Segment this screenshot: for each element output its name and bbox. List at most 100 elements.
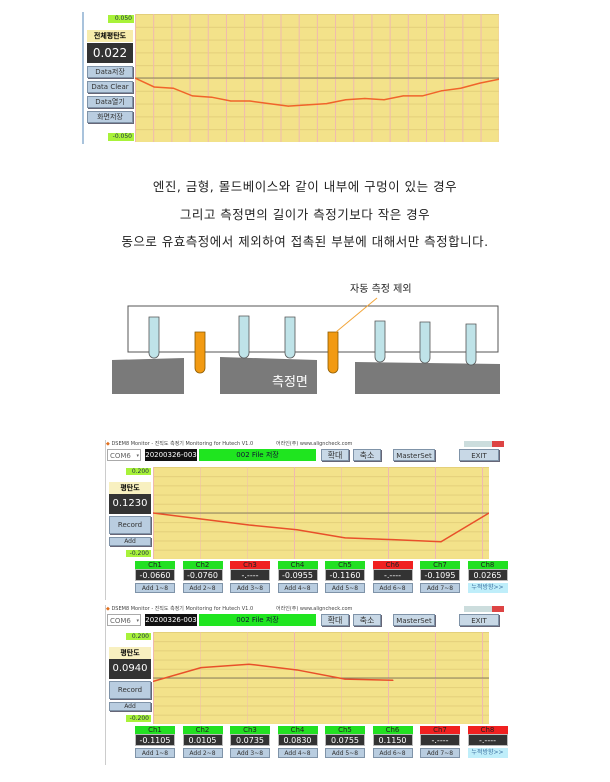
- channel-add-button[interactable]: Add 4~8: [277, 583, 318, 593]
- callout-line: [335, 297, 378, 333]
- data-point: [296, 529, 298, 531]
- channel-add-button[interactable]: Add 6~8: [372, 583, 413, 593]
- data-point: [296, 669, 298, 671]
- flatness-label: 전체평탄도: [87, 30, 133, 42]
- data-point: [152, 680, 154, 683]
- company-text: 어라인(주) www.aligncheck.com: [276, 606, 353, 612]
- channel-4: Ch4 -0.0955 Add 4~8: [277, 561, 318, 593]
- channel-value: -0.0955: [277, 569, 318, 581]
- channel-value: -.----: [467, 734, 508, 746]
- channel-add-button[interactable]: Add 2~8: [182, 748, 223, 758]
- data-clear-button[interactable]: Data Clear: [87, 81, 133, 93]
- data-point: [383, 99, 385, 101]
- data-point: [440, 90, 443, 92]
- channel-add-button[interactable]: Add 7~8: [420, 748, 460, 758]
- window-title: DSEM8 Monitor - 진직도 측정기 Monitoring for H…: [111, 606, 254, 612]
- channel-value: -0.1160: [325, 569, 365, 581]
- channel-4: Ch4 0.0830 Add 4~8: [277, 726, 318, 758]
- channel-add-button[interactable]: Add 3~8: [230, 583, 270, 593]
- description-line-2: 그리고 측정면의 길이가 측정기보다 작은 경우: [179, 207, 431, 222]
- channel-header: Ch1: [135, 561, 175, 569]
- max-label: 0.200: [126, 633, 151, 640]
- record-button[interactable]: Record: [109, 681, 151, 699]
- data-open-button[interactable]: Data열기: [87, 96, 133, 108]
- window-controls[interactable]: [464, 441, 504, 447]
- data-point: [306, 104, 309, 106]
- channel-1: Ch1 -0.0660 Add 1~8: [135, 561, 175, 593]
- channel-2: Ch2 -0.0760 Add 2~8: [182, 561, 223, 593]
- zoom-out-button[interactable]: 축소: [353, 449, 381, 461]
- data-point: [230, 100, 232, 102]
- channel-value: -0.0660: [135, 569, 175, 581]
- zoom-in-button[interactable]: 확대: [321, 614, 349, 626]
- port-select[interactable]: COM6▾: [107, 449, 141, 461]
- channel-add-button[interactable]: Add 5~8: [325, 748, 365, 758]
- app-icon: ◆: [106, 441, 110, 447]
- cumulative-direction-button[interactable]: 누적방향>>: [467, 583, 508, 593]
- channel-add-button[interactable]: Add 6~8: [372, 748, 413, 758]
- max-label: 0.050: [108, 15, 134, 23]
- channel-value: 0.0830: [277, 734, 318, 746]
- gauge-body: [127, 305, 499, 353]
- chart-plot: [152, 467, 490, 559]
- add-button[interactable]: Add: [109, 702, 151, 711]
- cumulative-direction-button[interactable]: 누적방향>>: [467, 748, 508, 758]
- channel-add-button[interactable]: Add 1~8: [135, 583, 175, 593]
- channel-header: Ch8: [467, 726, 508, 734]
- data-point: [479, 82, 481, 84]
- data-point: [364, 97, 366, 100]
- master-set-button[interactable]: MasterSet: [393, 614, 435, 626]
- channel-3: Ch3 0.0735 Add 3~8: [230, 726, 270, 758]
- channel-value: -0.1095: [420, 569, 460, 581]
- zoom-out-button[interactable]: 축소: [353, 614, 381, 626]
- channel-header: Ch4: [277, 561, 318, 569]
- exit-button[interactable]: EXIT: [459, 449, 499, 461]
- top-chart-plot: [134, 14, 500, 142]
- add-button[interactable]: Add: [109, 537, 151, 546]
- channel-add-button[interactable]: Add 7~8: [420, 583, 460, 593]
- channel-add-button[interactable]: Add 5~8: [325, 583, 365, 593]
- data-point: [191, 95, 194, 97]
- data-point: [440, 541, 442, 543]
- channel-value: 0.0735: [230, 734, 270, 746]
- channel-add-button[interactable]: Add 1~8: [135, 748, 175, 758]
- file-status: 002 File 저장: [199, 449, 316, 461]
- channel-2: Ch2 0.0105 Add 2~8: [182, 726, 223, 758]
- port-select[interactable]: COM6▾: [107, 614, 141, 626]
- surface-label: 측정면: [272, 375, 308, 390]
- min-label: -0.200: [126, 550, 151, 557]
- app-icon: ◆: [106, 606, 110, 612]
- surface-block-1: [112, 358, 184, 394]
- channel-value: -.----: [372, 569, 413, 581]
- channel-value: -0.0760: [182, 569, 223, 581]
- channel-header: Ch5: [325, 726, 365, 734]
- surface-block-2: [220, 357, 317, 394]
- channel-7: Ch7 -0.1095 Add 7~8: [420, 561, 460, 593]
- master-set-button[interactable]: MasterSet: [393, 449, 435, 461]
- data-point: [248, 663, 250, 665]
- screen-save-button[interactable]: 화면저장: [87, 111, 133, 123]
- channel-7: Ch7 -.---- Add 7~8: [420, 726, 460, 758]
- data-point: [200, 667, 202, 669]
- data-save-button[interactable]: Data저장: [87, 66, 133, 78]
- record-button[interactable]: Record: [109, 516, 151, 534]
- window-controls[interactable]: [464, 606, 504, 612]
- exit-button[interactable]: EXIT: [459, 614, 499, 626]
- top-chart-svg: [134, 77, 500, 107]
- channel-1: Ch1 -0.1105 Add 1~8: [135, 726, 175, 758]
- window-title: DSEM8 Monitor - 진직도 측정기 Monitoring for H…: [111, 441, 254, 447]
- data-point: [325, 103, 328, 105]
- channel-add-button[interactable]: Add 2~8: [182, 583, 223, 593]
- channel-value: -.----: [230, 569, 270, 581]
- data-point: [172, 87, 174, 89]
- file-status: 002 File 저장: [199, 614, 316, 626]
- channel-add-button[interactable]: Add 4~8: [277, 748, 318, 758]
- channel-header: Ch3: [230, 726, 270, 734]
- channel-header: Ch7: [420, 726, 460, 734]
- channel-add-button[interactable]: Add 3~8: [230, 748, 270, 758]
- min-label: -0.200: [126, 715, 151, 722]
- zoom-in-button[interactable]: 확대: [321, 449, 349, 461]
- min-label: -0.050: [108, 133, 134, 141]
- flatness-label: 평탄도: [109, 482, 151, 494]
- description-line-1: 엔진, 금형, 몰드베이스와 같이 내부에 구멍이 있는 경우: [152, 179, 458, 194]
